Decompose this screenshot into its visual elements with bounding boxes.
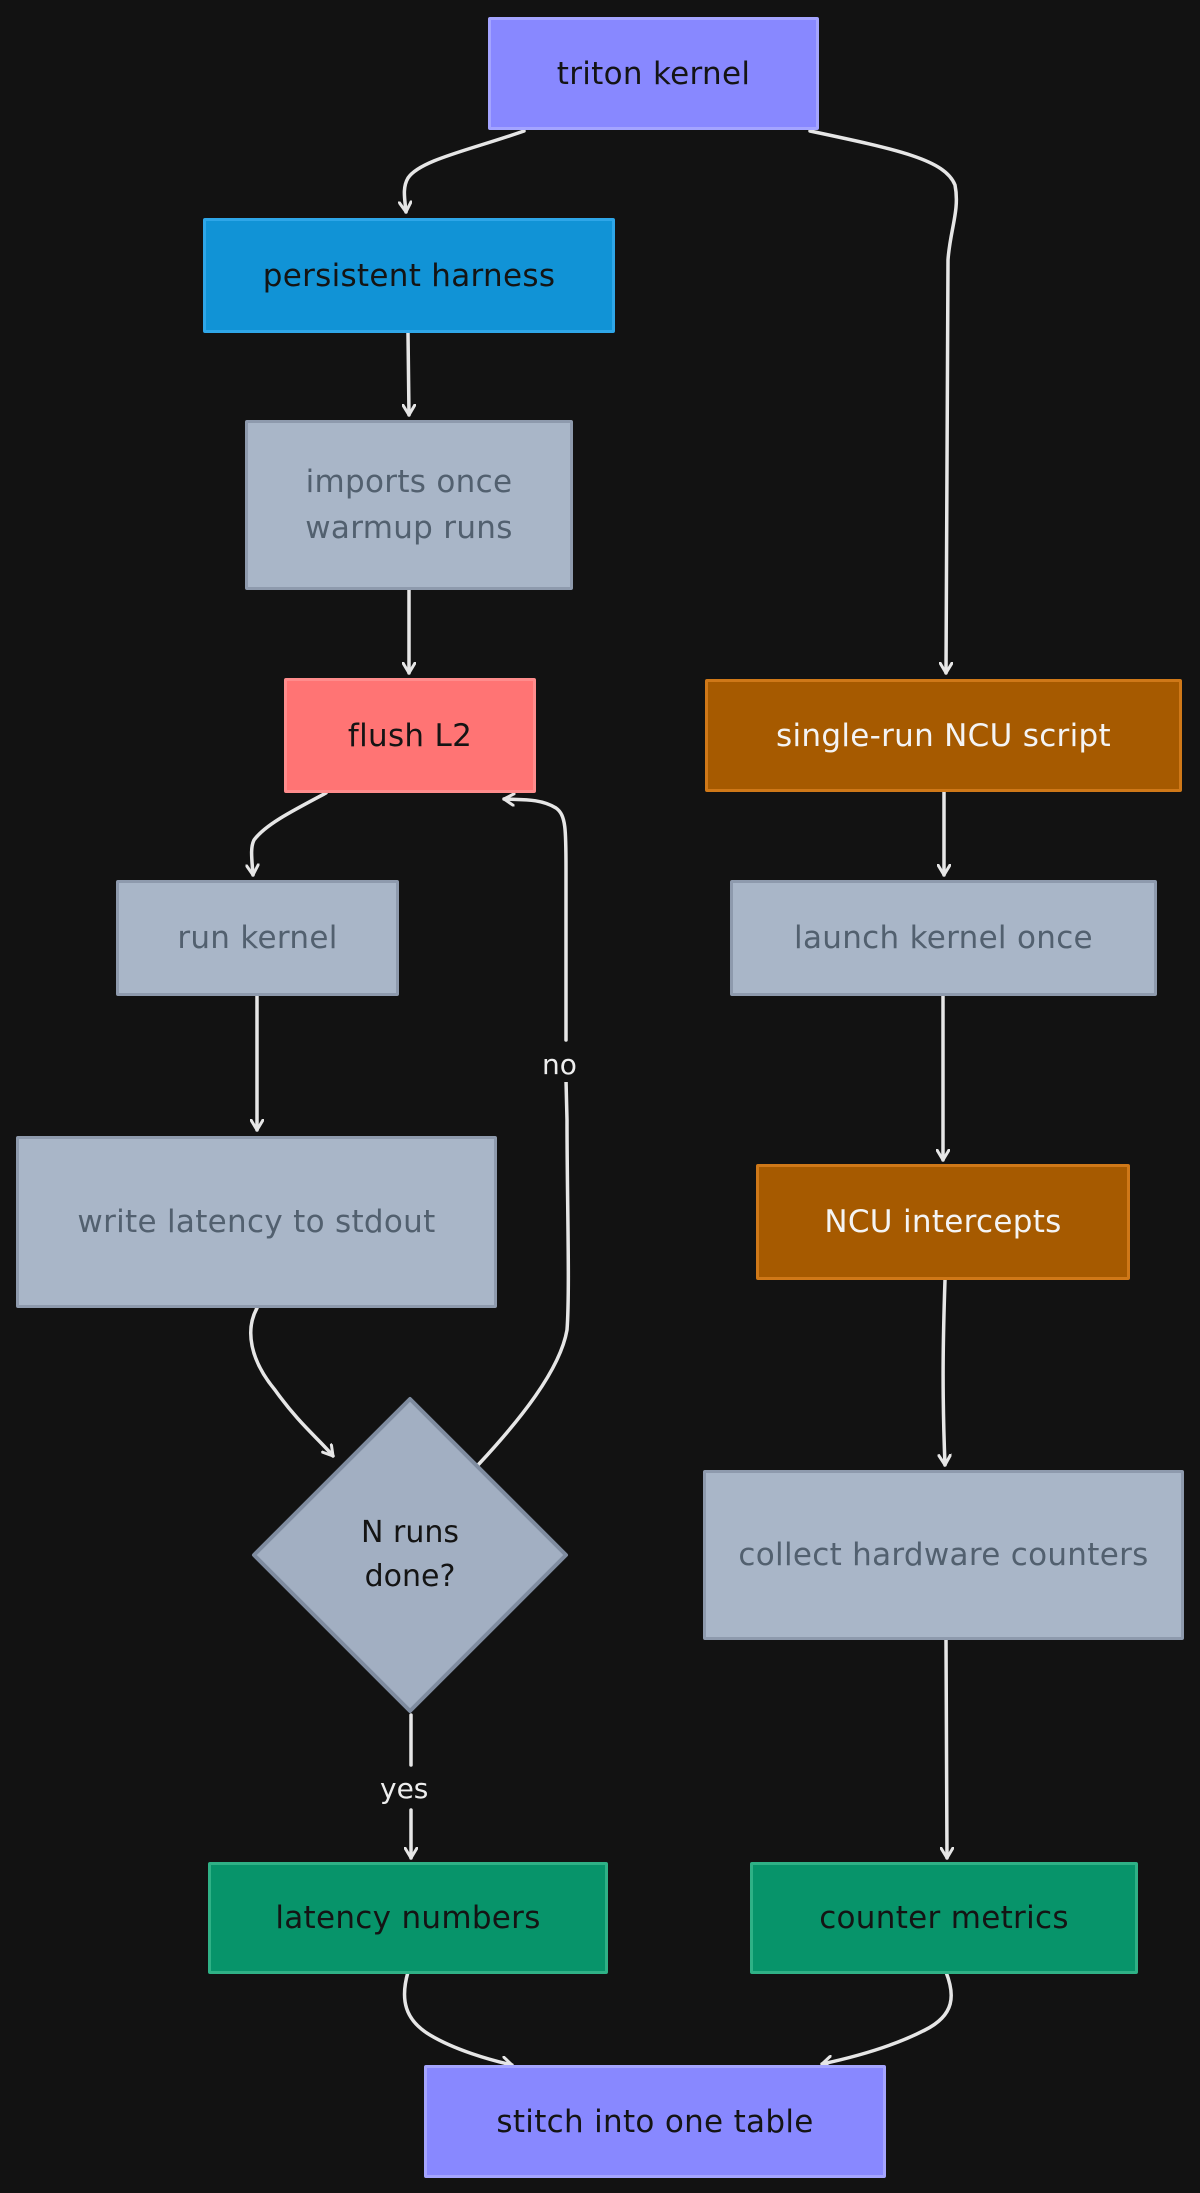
node-label: latency numbers: [275, 1900, 541, 1936]
edge-triton-to-harness: [404, 129, 526, 214]
edge-flush-to-run: [252, 791, 328, 877]
node-label: write latency to stdout: [77, 1204, 436, 1240]
edge-harness-to-imports: [408, 331, 409, 417]
node-label: single-run NCU script: [776, 717, 1111, 754]
node-imports-warmup: imports once warmup runs: [245, 420, 573, 590]
node-label: triton kernel: [556, 55, 751, 92]
node-label: persistent harness: [262, 257, 556, 294]
edge-triton-to-ncu-script: [808, 129, 959, 675]
edge-label-no: no: [538, 1048, 581, 1082]
edge-diamond-no-loop: [476, 1078, 571, 1467]
node-counter-metrics: counter metrics: [750, 1862, 1138, 1974]
node-label: launch kernel once: [794, 920, 1093, 956]
edge-diamond-no-loop-upper: [502, 799, 568, 1042]
node-flush-l2: flush L2: [284, 678, 536, 793]
edge-label-yes: yes: [376, 1772, 433, 1806]
node-ncu-intercepts: NCU intercepts: [756, 1164, 1130, 1280]
node-label: N runs done?: [361, 1515, 459, 1594]
edge-counters-to-stitch: [820, 1970, 953, 2064]
node-single-run-ncu-script: single-run NCU script: [705, 679, 1182, 792]
edge-latency-to-stitch: [402, 1970, 514, 2065]
node-label: collect hardware counters: [738, 1537, 1149, 1573]
node-label: stitch into one table: [496, 2103, 814, 2140]
node-stitch-into-one-table: stitch into one table: [424, 2065, 886, 2178]
node-run-kernel: run kernel: [116, 880, 399, 996]
node-n-runs-done: N runs done?: [250, 1395, 570, 1715]
decision-diamond-shape: [252, 1397, 568, 1713]
edge-collect-to-counters: [946, 1638, 947, 1860]
node-persistent-harness: persistent harness: [203, 218, 615, 333]
edge-intercepts-to-collect: [943, 1278, 945, 1467]
node-write-latency: write latency to stdout: [16, 1136, 497, 1308]
edge-write-to-diamond: [249, 1306, 335, 1458]
node-label: counter metrics: [819, 1900, 1069, 1936]
node-label: imports once warmup runs: [305, 464, 513, 546]
node-label: NCU intercepts: [824, 1204, 1062, 1240]
node-label: run kernel: [177, 920, 338, 956]
node-label: flush L2: [347, 717, 473, 754]
node-latency-numbers: latency numbers: [208, 1862, 608, 1974]
node-triton-kernel: triton kernel: [488, 17, 819, 130]
node-launch-kernel-once: launch kernel once: [730, 880, 1157, 996]
node-collect-hardware-counters: collect hardware counters: [703, 1470, 1184, 1640]
